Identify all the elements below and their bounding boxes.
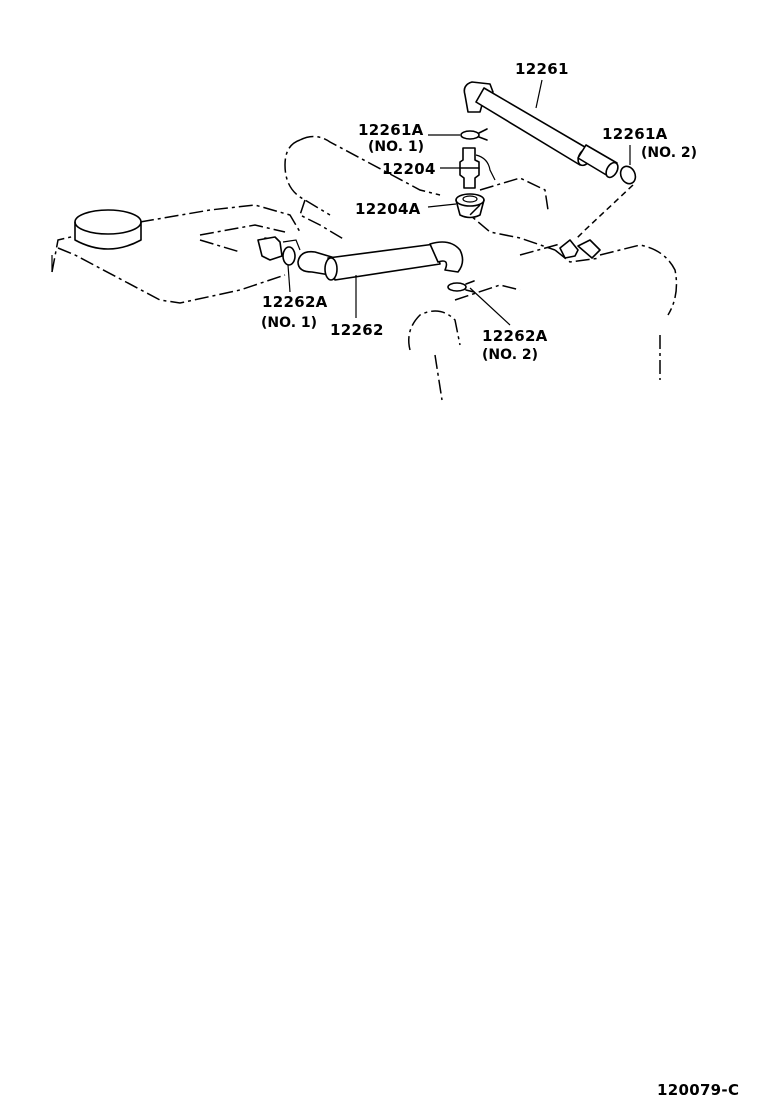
label-12262A-no2-sub: (NO. 2) [482, 347, 538, 363]
label-12261A-no2: 12261A [602, 125, 668, 143]
manifold-outline [408, 284, 521, 401]
grommet-12204A [455, 193, 485, 219]
clamp-12261A-no1 [460, 128, 488, 141]
clamp-12262A-no2 [447, 280, 475, 293]
label-12261: 12261 [515, 60, 569, 78]
hose-12262 [297, 241, 464, 281]
part-labels: 12261 12261A (NO. 1) 12261A (NO. 2) 1220… [261, 60, 697, 363]
label-12204: 12204 [382, 160, 436, 178]
label-12262A-no2: 12262A [482, 327, 548, 345]
label-12261A-no1-sub: (NO. 1) [368, 139, 424, 155]
label-12261A-no2-sub: (NO. 2) [641, 145, 697, 161]
air-cleaner-outline [51, 204, 301, 304]
pcv-valve-12204 [459, 147, 496, 189]
clamp-12262A-no1 [257, 236, 301, 266]
label-12204A: 12204A [355, 200, 421, 218]
label-12262A-no1: 12262A [262, 293, 328, 311]
intake-body-outline [284, 135, 678, 380]
leader-lines [287, 79, 631, 326]
clamp-12261A-no2 [559, 165, 637, 259]
label-12262A-no1-sub: (NO. 1) [261, 315, 317, 331]
label-12262: 12262 [330, 321, 384, 339]
hose-12261 [463, 81, 619, 179]
figure-code: 120079-C [657, 1081, 739, 1099]
label-12261A-no1: 12261A [358, 121, 424, 139]
